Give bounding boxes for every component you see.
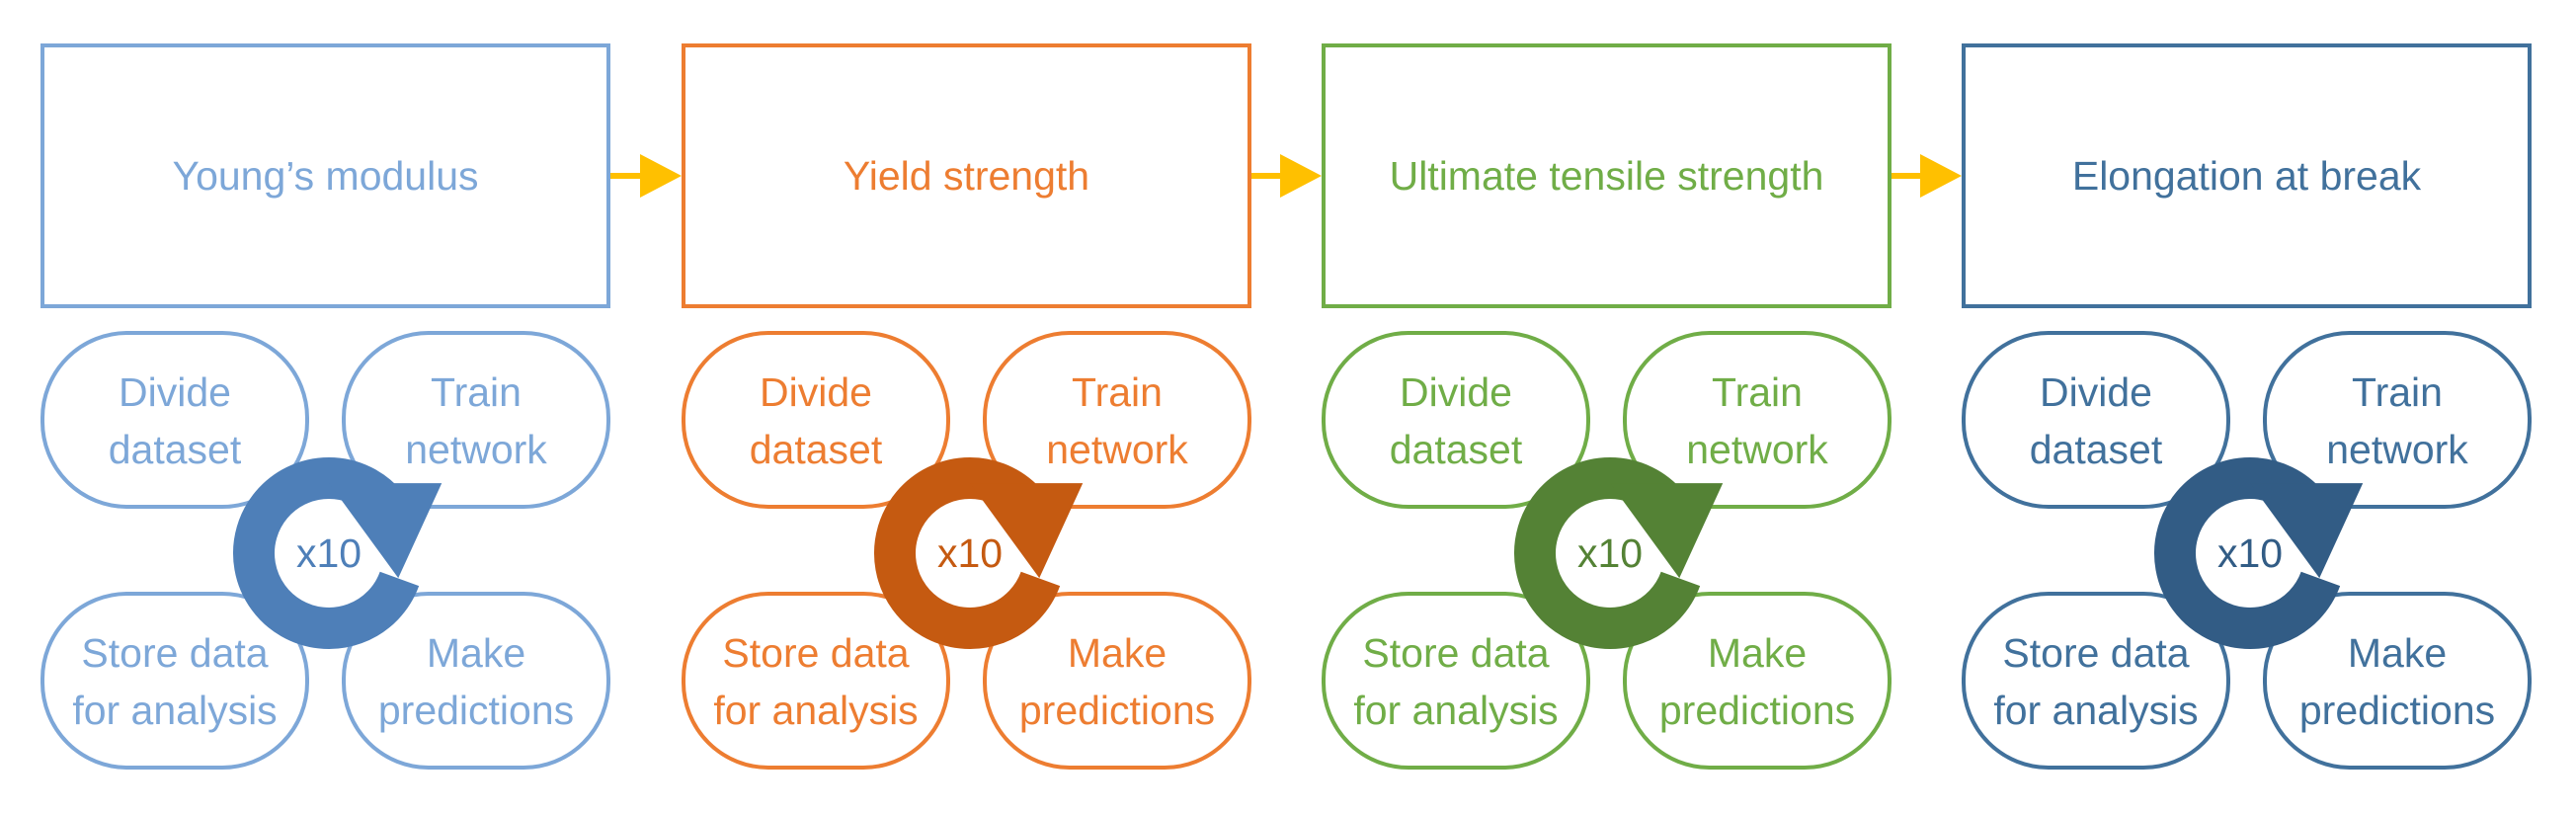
stage-title: Young’s modulus (172, 153, 478, 199)
step-pill (983, 331, 1251, 509)
step-pill (983, 592, 1251, 770)
loop-arrowhead (329, 483, 443, 579)
arrow-head (1920, 154, 1962, 198)
stage-title: Yield strength (844, 153, 1089, 199)
repeat-loop-icon: x10 (233, 457, 443, 649)
step-pill (342, 331, 610, 509)
step-pill (342, 592, 610, 770)
step-pill (40, 592, 309, 770)
stage-title-box (1322, 43, 1892, 308)
loop-arc (2154, 457, 2341, 649)
step-pill (1962, 592, 2230, 770)
step-pill (2263, 331, 2532, 509)
step-pill (2263, 592, 2532, 770)
stage-title-box (1962, 43, 2532, 308)
loop-arrowhead (970, 483, 1084, 579)
stage-connector-arrow (1251, 154, 1322, 198)
loop-arrowhead (1610, 483, 1724, 579)
loop-arrowhead (2250, 483, 2364, 579)
stage-connector-arrow (1892, 154, 1962, 198)
step-pill (682, 592, 950, 770)
repeat-loop-icon: x10 (2154, 457, 2364, 649)
stage-connector-arrow (610, 154, 682, 198)
loop-count-label: x10 (296, 530, 362, 576)
step-pill (1322, 592, 1590, 770)
arrow-head (640, 154, 682, 198)
loop-count-label: x10 (2217, 530, 2283, 576)
step-pill (1623, 331, 1892, 509)
stage-title-box (682, 43, 1251, 308)
stage-title: Ultimate tensile strength (1390, 153, 1824, 199)
step-pill (1322, 331, 1590, 509)
step-pill (1623, 592, 1892, 770)
repeat-loop-icon: x10 (874, 457, 1084, 649)
loop-arc (1514, 457, 1701, 649)
loop-count-label: x10 (1577, 530, 1643, 576)
arrow-head (1280, 154, 1322, 198)
step-pill (682, 331, 950, 509)
loop-arc (874, 457, 1061, 649)
repeat-loop-icon: x10 (1514, 457, 1724, 649)
stage-title: Elongation at break (2072, 153, 2422, 199)
loop-count-label: x10 (937, 530, 1003, 576)
stage-title-box (40, 43, 610, 308)
step-pill (1962, 331, 2230, 509)
step-pill (40, 331, 309, 509)
loop-arc (233, 457, 420, 649)
